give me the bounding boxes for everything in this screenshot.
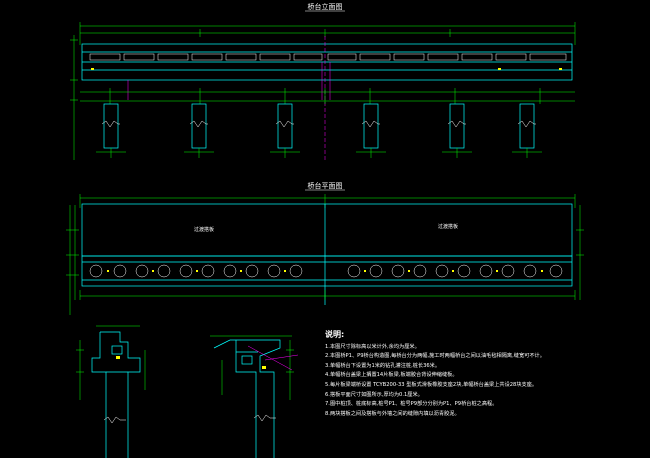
elevation-left-dimension — [70, 35, 78, 160]
plan-right-dimensions — [576, 205, 584, 300]
pile-break-lines — [101, 120, 536, 128]
plan-bottom-dimensions — [79, 290, 576, 300]
note-item-7: 7.图中桩顶、桩底标高,桩号P1、桩号P9部分分别为P1、P9桥台桩之高程。 — [325, 401, 498, 408]
elevation-piles — [103, 103, 535, 149]
plan-left-dimensions — [66, 205, 79, 315]
pile-level-marks — [96, 148, 542, 158]
notes-panel: 说明: 1.本图尺寸除标高以米计外,余均为厘米。 2.本图桥P1、P9桥台构造图… — [325, 330, 645, 419]
cap-beam-plan — [81, 255, 573, 287]
approach-slabs — [81, 203, 573, 305]
note-item-3: 3.单幅桥台下设置为1米的钻孔灌注桩,桩长36米。 — [325, 362, 441, 369]
deck-slab-cells — [89, 53, 567, 61]
elevation-title: 桥台立面图 — [308, 2, 343, 11]
cap-beam — [81, 43, 573, 81]
note-item-5: 5.每片板梁端桥设置 TCYB200-33 型板式滑板橡胶支座2块,单幅桥台盖梁… — [325, 381, 538, 388]
note-item-6: 6.搭板平面尺寸如图所示,厚均为0.1厘米。 — [325, 391, 423, 398]
plan-bearing-marks — [107, 270, 543, 272]
note-item-4: 4.单幅桥台盖梁上搁置14片板梁,板端胶合背设伸缩缝板。 — [325, 372, 458, 379]
bearing-circles — [89, 264, 563, 278]
elevation-markers — [127, 62, 331, 100]
elevation-view: 桥台立面图 — [70, 2, 576, 160]
elevation-mid-dimensions — [80, 88, 575, 104]
elevation-bearing-marks — [91, 68, 562, 70]
plan-view: 桥台平面图 过渡搭板 过渡搭板 — [66, 181, 584, 315]
slab-label-left: 过渡搭板 — [194, 226, 214, 233]
notes-heading: 说明: — [325, 330, 345, 339]
elevation-top-dimensions — [79, 22, 576, 45]
plan-title: 桥台平面图 — [308, 181, 343, 190]
slab-label-right: 过渡搭板 — [438, 223, 458, 230]
note-item-1: 1.本图尺寸除标高以米计外,余均为厘米。 — [325, 343, 420, 350]
detail-section-a — [76, 325, 146, 458]
detail-section-b — [210, 335, 299, 458]
plan-top-dimensions — [79, 194, 576, 208]
note-item-8: 8.两块搭板之间及搭板与外墙之间的缝隙内填以沥青胶泥。 — [325, 410, 460, 417]
note-item-2: 2.本图桥P1、P9桥台构造图,每桥台分为两幅,施工时两幅桥台之间以油毛毡相隔离… — [325, 353, 545, 360]
